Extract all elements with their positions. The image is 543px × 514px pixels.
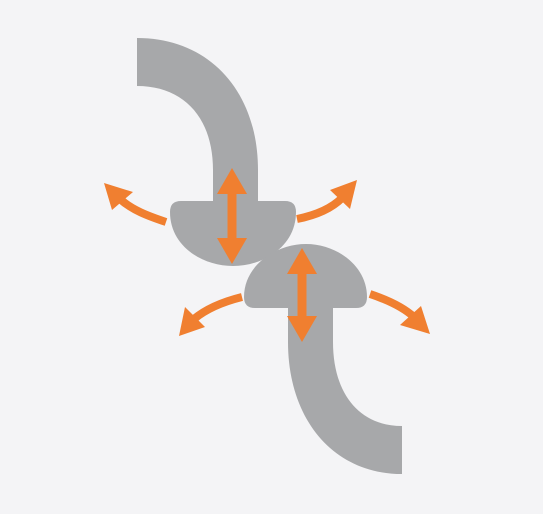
- curved-arrow-upper-right: [296, 180, 357, 223]
- upper-arrow-head-down: [217, 238, 247, 264]
- upper-arrow-head-up: [217, 168, 247, 194]
- lower-arrow-head-up: [287, 248, 317, 274]
- lower-part: [244, 244, 402, 474]
- curved-arrow-upper-left: [104, 183, 168, 226]
- upper-part: [137, 38, 296, 266]
- curved-arrow-lower-right: [368, 290, 430, 334]
- lower-stem: [288, 300, 402, 474]
- lower-vertical-arrow: [287, 248, 317, 342]
- lower-arrow-head-down: [287, 316, 317, 342]
- vertical-arrows: [217, 168, 317, 342]
- upper-vertical-arrow: [217, 168, 247, 264]
- upper-stem: [137, 38, 258, 205]
- curved-arrow-lower-left: [179, 293, 243, 336]
- curved-arrows: [104, 180, 430, 336]
